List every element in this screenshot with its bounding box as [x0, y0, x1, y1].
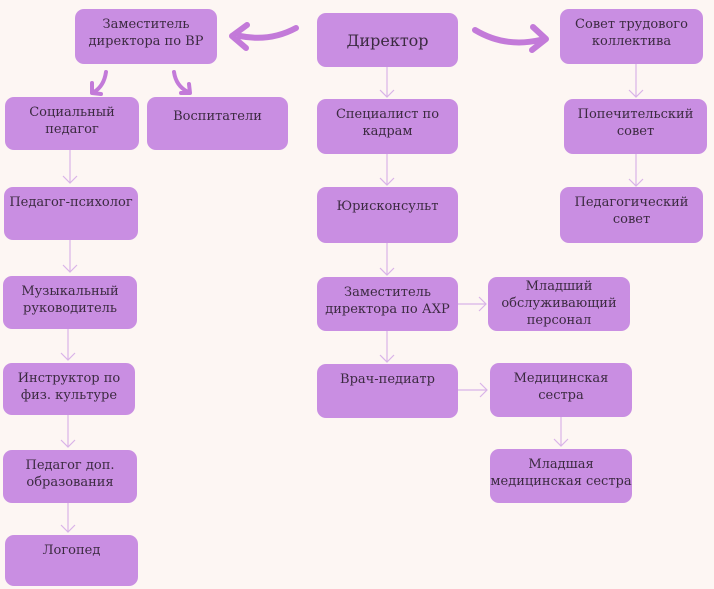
- nurse-label: Медицинская сестра: [513, 371, 609, 403]
- board-of-trustees-label: Попечительский совет: [577, 107, 694, 139]
- director-to-deputy-arrow: [229, 22, 299, 51]
- junior-nurse-node: Младшая медицинская сестра: [490, 449, 632, 503]
- board-of-trustees-node: Попечительский совет: [564, 99, 707, 154]
- connector-hr-legal: [379, 154, 395, 186]
- music-director-label: Музыкальный руководитель: [21, 284, 119, 316]
- nurse-node: Медицинская сестра: [490, 363, 632, 417]
- psychologist-label: Педагог-психолог: [9, 195, 133, 210]
- pediatrician-node: Врач-педиатр: [317, 364, 458, 418]
- social-pedagogue-label: Социальный педагог: [29, 105, 115, 137]
- educators-label: Воспитатели: [173, 109, 262, 124]
- connector-council-trustees: [628, 64, 644, 98]
- connector-director-hr: [379, 67, 395, 98]
- extra-education-teacher-node: Педагог доп. образования: [3, 450, 137, 503]
- pe-instructor-label: Инструктор по физ. культуре: [17, 371, 121, 403]
- music-director-node: Музыкальный руководитель: [3, 276, 137, 329]
- psychologist-node: Педагог-психолог: [4, 187, 138, 240]
- director-to-council-arrow: [472, 24, 549, 53]
- pedagogical-council-label: Педагогический совет: [574, 195, 689, 227]
- speech-therapist-label: Логопед: [42, 543, 101, 558]
- pedagogical-council-node: Педагогический совет: [560, 187, 703, 243]
- pe-instructor-node: Инструктор по физ. культуре: [3, 363, 135, 415]
- connector-pe-extra-ed: [60, 415, 76, 448]
- deputy-director-vr-node: Заместитель директора по ВР: [75, 9, 217, 64]
- director-label: Директор: [346, 30, 429, 50]
- pediatrician-label: Врач-педиатр: [340, 372, 435, 387]
- junior-staff-label: Младший обслуживающий персонал: [501, 279, 617, 328]
- connector-pediatrician-nurse: [457, 382, 488, 398]
- connector-akhr-junior-staff: [457, 296, 487, 312]
- legal-advisor-label: Юрисконсульт: [336, 199, 439, 214]
- connector-akhr-pediatrician: [379, 331, 395, 363]
- director-node: Директор: [317, 13, 458, 67]
- educators-node: Воспитатели: [147, 97, 288, 150]
- legal-advisor-node: Юрисконсульт: [317, 187, 458, 243]
- hr-specialist-node: Специалист по кадрам: [317, 99, 458, 154]
- hr-specialist-label: Специалист по кадрам: [335, 107, 440, 139]
- deputy-to-social-arrow: [90, 70, 108, 96]
- connector-legal-akhr: [379, 243, 395, 276]
- extra-education-teacher-label: Педагог доп. образования: [25, 458, 115, 490]
- connector-social-psychologist: [62, 150, 78, 184]
- labor-council-node: Совет трудового коллектива: [560, 9, 703, 64]
- connector-trustees-pedagogical: [628, 154, 644, 187]
- junior-nurse-label: Младшая медицинская сестра: [490, 457, 632, 489]
- deputy-director-vr-label: Заместитель директора по ВР: [88, 17, 204, 49]
- junior-staff-node: Младший обслуживающий персонал: [488, 277, 630, 331]
- connector-music-pe: [60, 329, 76, 361]
- connector-psychologist-music: [62, 240, 78, 273]
- deputy-to-educators-arrow: [172, 70, 192, 95]
- speech-therapist-node: Логопед: [5, 535, 138, 586]
- deputy-director-akhr-node: Заместитель директора по АХР: [317, 277, 458, 331]
- connector-extra-ed-speech: [60, 503, 76, 533]
- social-pedagogue-node: Социальный педагог: [5, 97, 139, 150]
- connector-nurse-junior-nurse: [553, 417, 569, 447]
- deputy-director-akhr-label: Заместитель директора по АХР: [325, 285, 450, 317]
- labor-council-label: Совет трудового коллектива: [575, 17, 688, 49]
